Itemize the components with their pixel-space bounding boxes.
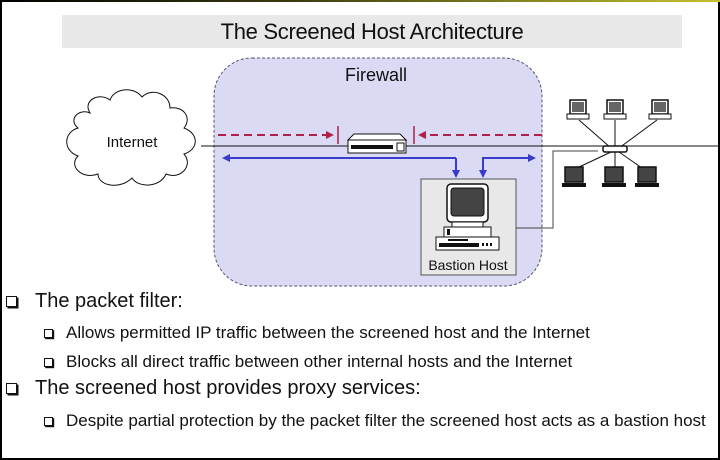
bastion-host: Bastion Host: [420, 178, 517, 276]
workstation-icon: [648, 99, 672, 120]
checkbox-bullet-icon: [6, 296, 17, 307]
internet-label: Internet: [107, 134, 159, 151]
laptop-icon: [602, 166, 626, 187]
title-bar: The Screened Host Architecture: [62, 15, 682, 48]
bastion-host-label: Bastion Host: [428, 257, 507, 273]
sub-bullet-text: Despite partial protection by the packet…: [66, 411, 706, 430]
network-diagram: Firewall Internet: [66, 57, 720, 287]
bullet-text: The screened host provides proxy service…: [35, 377, 421, 399]
router-icon: [346, 133, 408, 154]
slide-title: The Screened Host Architecture: [220, 18, 524, 44]
workstation-icon: [566, 99, 590, 120]
laptop-icon: [635, 166, 659, 187]
sub-bullet-text: Blocks all direct traffic between other …: [66, 352, 573, 371]
checkbox-bullet-icon: [44, 358, 53, 367]
checkbox-bullet-icon: [44, 329, 53, 338]
checkbox-bullet-icon: [6, 383, 17, 394]
permitted-traffic-arrows: [222, 154, 536, 178]
bullet-item: The screened host provides proxy service…: [6, 377, 421, 400]
firewall-label: Firewall: [345, 65, 407, 85]
sub-bullet-item: Blocks all direct traffic between other …: [44, 351, 714, 372]
hub-icon: [602, 145, 628, 153]
bastion-link: [516, 150, 598, 229]
sub-bullet-item: Allows permitted IP traffic between the …: [44, 322, 714, 343]
checkbox-bullet-icon: [44, 417, 53, 426]
bullet-item: The packet filter:: [6, 290, 183, 313]
laptop-icon: [562, 166, 586, 187]
sub-bullet-text: Allows permitted IP traffic between the …: [66, 323, 590, 342]
blocked-traffic-arrows: [218, 126, 542, 144]
internal-network: [562, 99, 672, 187]
cloud-icon: Internet: [66, 89, 196, 186]
desktop-computer-icon: [435, 183, 500, 251]
workstation-icon: [603, 99, 627, 120]
sub-bullet-item: Despite partial protection by the packet…: [44, 410, 714, 431]
bullet-text: The packet filter:: [35, 290, 183, 312]
top-rule: [2, 0, 720, 2]
